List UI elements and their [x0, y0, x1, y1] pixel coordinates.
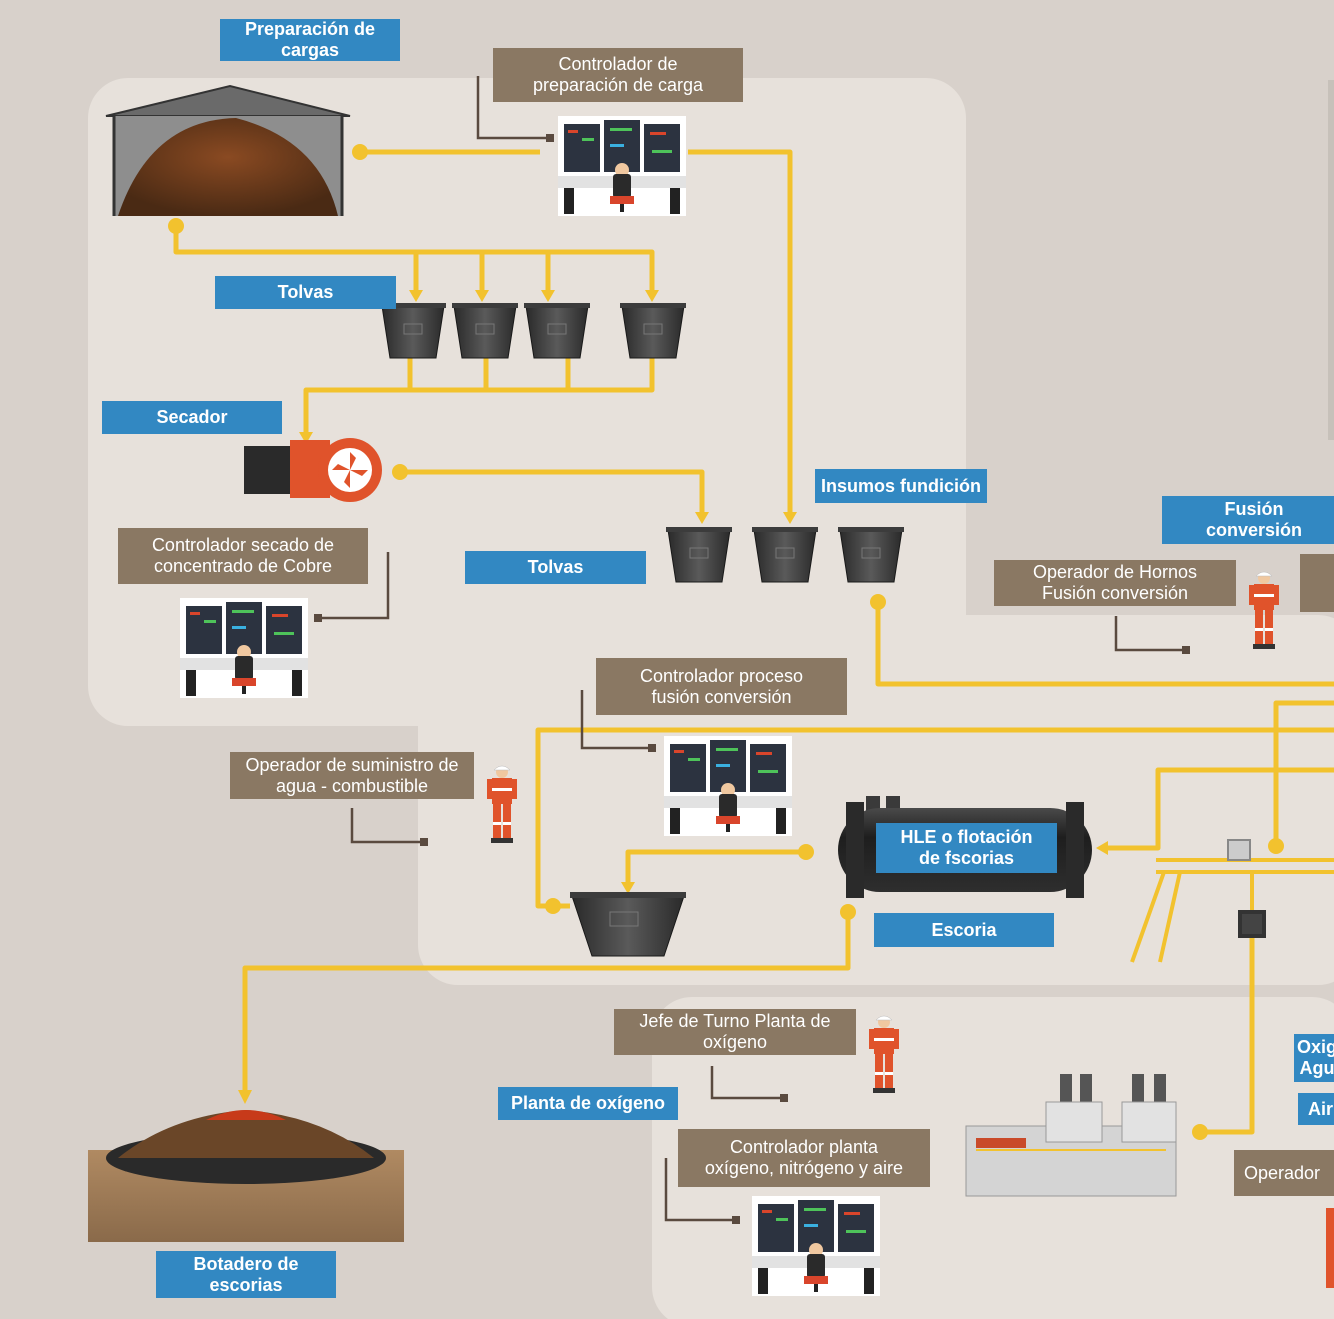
- storage-shed: [105, 84, 351, 216]
- label-air: Air: [1298, 1093, 1334, 1125]
- label-oxig-agu: Oxig Agu: [1294, 1034, 1334, 1082]
- right-edge-controller: [1328, 80, 1334, 440]
- console-secado: [180, 598, 308, 698]
- hopper-2: [451, 302, 519, 359]
- label-preparacion-cargas: Preparación de cargas: [220, 19, 400, 61]
- connectors: [318, 76, 1186, 1222]
- label-controlador-secado: Controlador secado de concentrado de Cob…: [118, 528, 368, 584]
- worker-right-edge: [1326, 1208, 1334, 1288]
- label-jefe-turno: Jefe de Turno Planta de oxígeno: [614, 1009, 856, 1055]
- label-hle-flotacion: HLE o flotación de fscorias: [876, 823, 1057, 873]
- label-botadero: Botadero de escorias: [156, 1251, 336, 1298]
- label-controlador-fusion: Controlador proceso fusión conversión: [596, 658, 847, 715]
- label-secador: Secador: [102, 401, 282, 434]
- flow-lines: [173, 149, 1334, 1135]
- hopper-6: [751, 526, 819, 583]
- gantry-crane: [1130, 839, 1334, 963]
- label-escoria: Escoria: [874, 913, 1054, 947]
- label-insumos-fundicion: Insumos fundición: [815, 469, 987, 503]
- label-fusion-conversion: Fusión conversión: [1162, 496, 1334, 544]
- hopper-5: [665, 526, 733, 583]
- label-tolvas-top: Tolvas: [215, 276, 396, 309]
- label-controlador-planta: Controlador planta oxígeno, nitrógeno y …: [678, 1129, 930, 1187]
- flow-arrows: [168, 144, 1284, 1140]
- label-planta-oxigeno: Planta de oxígeno: [498, 1087, 678, 1120]
- console-preparacion: [558, 116, 686, 216]
- console-oxigeno: [752, 1196, 880, 1296]
- console-fusion: [664, 736, 792, 836]
- hopper-4: [619, 302, 687, 359]
- hopper-7: [837, 526, 905, 583]
- slag-heap: [88, 1110, 404, 1242]
- label-operador-suministro: Operador de suministro de agua - combust…: [230, 752, 474, 799]
- hopper-3: [523, 302, 591, 359]
- oxygen-plant: [965, 1074, 1177, 1197]
- dryer: [244, 438, 382, 502]
- brown-label-edge: [1300, 554, 1334, 612]
- label-operador-right: Operador: [1234, 1150, 1334, 1196]
- hopper-1: [379, 302, 447, 359]
- slag-hopper: [570, 892, 686, 957]
- label-operador-hornos: Operador de Hornos Fusión conversión: [994, 560, 1236, 606]
- label-controlador-preparacion: Controlador de preparación de carga: [493, 48, 743, 102]
- label-tolvas-mid: Tolvas: [465, 551, 646, 584]
